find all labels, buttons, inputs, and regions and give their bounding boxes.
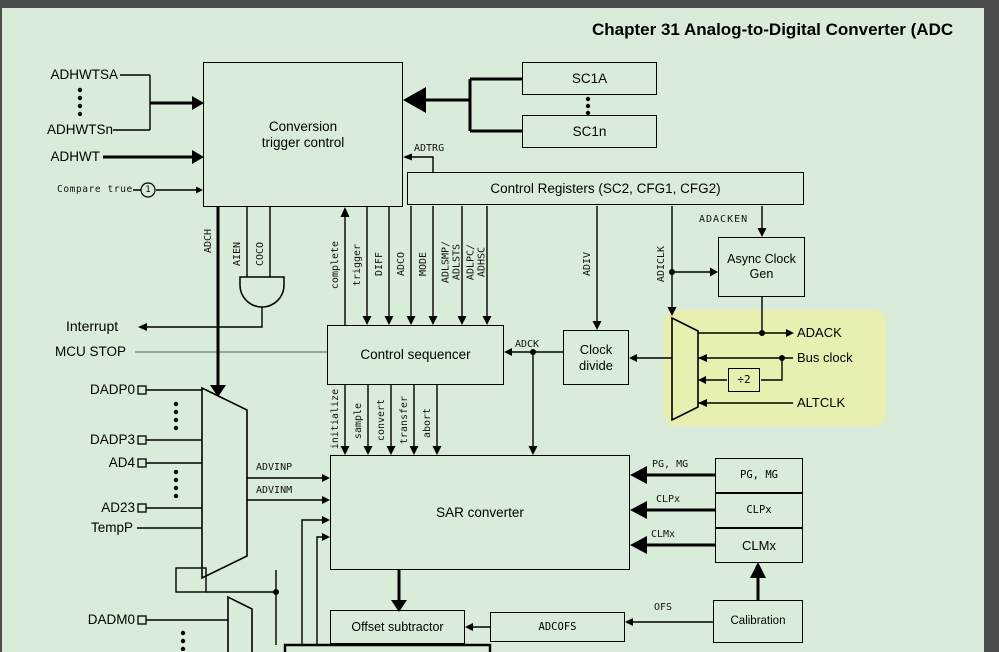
sample-signal-label: sample	[352, 402, 364, 440]
bottom-partial-box	[283, 643, 492, 652]
control-sequencer-box: Control sequencer	[327, 325, 504, 385]
sar-converter-box: SAR converter	[330, 455, 630, 570]
sc1n-box: SC1n	[522, 115, 657, 148]
calibration-label: Calibration	[730, 614, 786, 627]
adhwtsn-label: ADHWTSn	[46, 122, 113, 137]
transfer-signal-label: transfer	[398, 395, 410, 445]
window-chrome-top	[0, 0, 999, 8]
advinp-signal-label: ADVINP	[256, 462, 293, 473]
compare-true-label: Compare true	[57, 184, 133, 195]
conversion-trigger-control-box: Conversion trigger control	[203, 62, 403, 207]
mcu-stop-label: MCU STOP	[55, 344, 127, 359]
dadm-mux-shape	[227, 595, 253, 652]
control-sequencer-label: Control sequencer	[360, 347, 471, 363]
initialize-signal-label: initialize	[329, 388, 341, 450]
control-registers-label: Control Registers (SC2, CFG1, CFG2)	[490, 180, 721, 196]
control-registers-box: Control Registers (SC2, CFG1, CFG2)	[407, 172, 804, 205]
divide-by-2-box: ÷2	[728, 368, 760, 392]
mode-signal-label: MODE	[417, 251, 429, 277]
window-chrome-right	[984, 0, 999, 652]
ad23-pad-icon	[137, 503, 147, 513]
async-clock-gen-box: Async Clock Gen	[718, 237, 805, 297]
altclk-signal-label: ALTCLK	[797, 395, 846, 410]
async-clock-gen-label: Async Clock Gen	[727, 252, 796, 281]
divide-by-2-label: ÷2	[737, 372, 751, 386]
pg-mg-box: PG, MG	[715, 458, 803, 493]
clmx-box-label: CLMx	[742, 537, 776, 553]
abort-signal-label: abort	[421, 407, 433, 439]
clmx-signal-label: CLMx	[651, 529, 676, 540]
sc1n-label: SC1n	[572, 123, 607, 139]
trigger-signal-label: trigger	[351, 243, 363, 287]
offset-subtractor-label: Offset subtractor	[351, 619, 444, 634]
ad4-label: AD4	[108, 455, 135, 470]
dadp3-label: DADP3	[89, 432, 135, 447]
adcofs-label: ADCOFS	[538, 620, 577, 633]
clmx-box: CLMx	[715, 528, 803, 563]
ofs-signal-label: OFS	[654, 602, 673, 613]
complete-signal-label: complete	[329, 240, 341, 290]
adlsmp-adlsts-signal-label: ADLSMP/ ADLSTS	[440, 240, 463, 284]
adiclk-signal-label: ADICLK	[655, 245, 667, 283]
analog-input-mux-shape	[201, 386, 248, 580]
diff-signal-label: DIFF	[373, 251, 385, 277]
and-gate	[239, 276, 285, 308]
clock-divide-label: Clock divide	[579, 342, 613, 373]
pg-mg-signal-label: PG, MG	[652, 459, 689, 470]
window-chrome-left	[0, 8, 2, 652]
adlpc-adhsc-signal-label: ADLPC/ ADHSC	[465, 243, 488, 281]
adiv-signal-label: ADIV	[581, 251, 593, 277]
sar-converter-label: SAR converter	[436, 504, 524, 520]
offset-subtractor-box: Offset subtractor	[330, 610, 465, 644]
pad-squares	[137, 385, 147, 625]
sc1a-box: SC1A	[522, 62, 657, 95]
pg-mg-box-label: PG, MG	[740, 469, 778, 482]
ad4-pad-icon	[137, 458, 147, 468]
clock-mux-highlight	[664, 310, 886, 426]
clpx-signal-label: CLPx	[656, 494, 681, 505]
adack-signal-label: ADACK	[797, 325, 842, 340]
advinm-signal-label: ADVINM	[256, 485, 293, 496]
interrupt-label: Interrupt	[66, 318, 119, 334]
coco-signal-label: COCO	[254, 241, 266, 267]
clpx-box-label: CLPx	[746, 504, 772, 517]
adtrg-signal-label: ADTRG	[414, 143, 445, 154]
bus-clock-signal-label: Bus clock	[797, 350, 853, 365]
clpx-box: CLPx	[715, 493, 803, 528]
small-box	[175, 567, 207, 593]
sc1a-label: SC1A	[571, 70, 608, 86]
adck-signal-label: ADCK	[515, 339, 540, 350]
adhwtsa-label: ADHWTSA	[50, 67, 119, 82]
convert-signal-label: convert	[375, 398, 387, 442]
ad23-label: AD23	[101, 500, 135, 515]
adch-signal-label: ADCH	[202, 228, 214, 254]
dadp3-pad-icon	[137, 435, 147, 445]
dadm0-label: DADM0	[87, 612, 135, 627]
dadm0-pad-icon	[137, 615, 147, 625]
adco-signal-label: ADCO	[395, 251, 407, 277]
conversion-trigger-control-label: Conversion trigger control	[261, 118, 345, 150]
clock-divide-box: Clock divide	[563, 330, 629, 385]
dadp0-label: DADP0	[89, 382, 135, 397]
adhwt-label: ADHWT	[50, 149, 101, 164]
adcofs-box: ADCOFS	[490, 612, 625, 642]
footnote-1-label: 1	[145, 185, 151, 195]
adacken-signal-label: ADACKEN	[699, 214, 749, 225]
aien-signal-label: AIEN	[231, 241, 243, 267]
page-title: Chapter 31 Analog-to-Digital Converter (…	[592, 20, 954, 39]
dadp0-pad-icon	[137, 385, 147, 395]
tempp-label: TempP	[90, 520, 133, 535]
calibration-box: Calibration	[713, 600, 803, 643]
